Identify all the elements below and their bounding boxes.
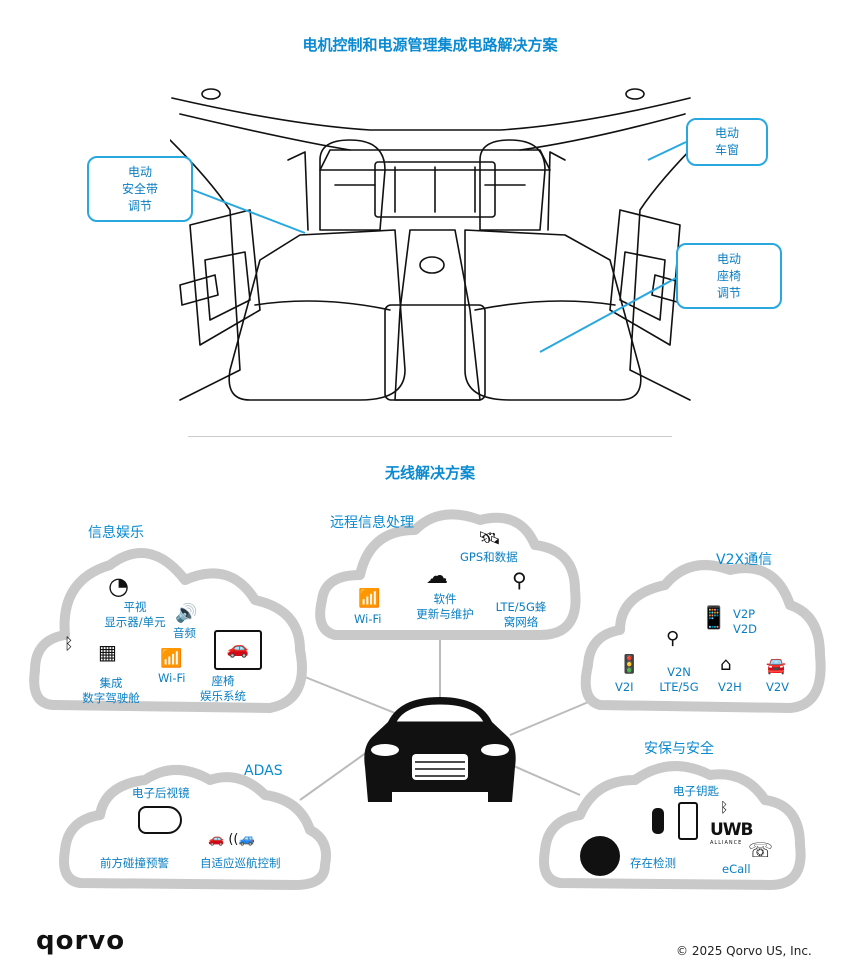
telematics-title: 远程信息处理	[330, 515, 414, 531]
lte-label-1: LTE/5G蜂	[495, 600, 547, 614]
section-divider	[188, 436, 672, 437]
v2n-label-1: V2N	[667, 665, 691, 679]
side-mirror-icon	[138, 806, 182, 834]
window-line-1: 电动	[714, 126, 739, 140]
acc-label: 自适应巡航控制	[200, 856, 281, 870]
v2p-label-2: V2D	[733, 622, 758, 636]
key-fob-icon	[652, 808, 664, 834]
lte-label: LTE/5G蜂 窝网络	[490, 600, 552, 630]
top-title: 电机控制和电源管理集成电路解决方案	[302, 36, 558, 54]
gps-label: GPS和数据	[460, 550, 518, 564]
hud-label-1: 平视	[123, 600, 147, 614]
seat-line-3: 调节	[716, 285, 741, 300]
seatbelt-line-3: 调节	[127, 198, 152, 213]
qorvo-logo: qorvo	[36, 926, 126, 956]
hud-label: 平视 显示器/单元	[90, 600, 180, 630]
traffic-light-icon: 🚦	[618, 654, 641, 675]
infotainment-title: 信息娱乐	[88, 525, 144, 541]
software-label-2: 更新与维护	[416, 607, 474, 621]
window-callout: 电动 车窗	[686, 118, 768, 166]
wifi-icon: 📶	[358, 588, 381, 609]
v2p-label-1: V2P	[733, 607, 756, 621]
cloud-network-icon: ☁	[426, 564, 448, 589]
phone-person-icon: 📱	[700, 606, 728, 631]
v2n-label: V2N LTE/5G	[654, 665, 704, 695]
clouds-layer	[29, 509, 826, 890]
wireless-title: 无线解决方案	[384, 464, 475, 482]
key-label: 电子钥匙	[673, 784, 719, 798]
window-line-2: 车窗	[714, 143, 739, 157]
v2p-label: V2P V2D	[733, 607, 757, 637]
software-label: 软件 更新与维护	[410, 592, 480, 622]
car-sensor-icon: 🚗 ((🚙	[208, 832, 255, 847]
seatbelt-line-1: 电动	[127, 164, 152, 179]
v2i-label: V2I	[615, 680, 634, 694]
cockpit-label-2: 数字驾驶舱	[82, 691, 140, 705]
phone-call-icon: ☏	[748, 838, 774, 862]
hud-label-2: 显示器/单元	[104, 615, 166, 629]
seat-ent-label: 座椅 娱乐系统	[200, 674, 246, 704]
gauge-icon: ◔	[108, 572, 129, 600]
seat-line-1: 电动	[716, 251, 741, 266]
cell-tower-icon: ⚲	[512, 568, 527, 592]
seat-screen-icon: 🚗	[214, 630, 262, 670]
seat-ent-label-1: 座椅	[211, 674, 235, 688]
satellite-icon: 🛰	[478, 528, 501, 549]
v2h-label: V2H	[718, 680, 742, 694]
smartphone-icon	[678, 802, 698, 840]
seat-ent-label-2: 娱乐系统	[200, 689, 246, 703]
ecall-label: eCall	[722, 862, 751, 876]
car-icon: 🚘	[766, 656, 786, 675]
cell-tower-icon: ⚲	[666, 628, 680, 649]
child-presence-icon	[580, 836, 620, 876]
seatbelt-callout: 电动 安全带 调节	[87, 156, 193, 222]
adas-title: ADAS	[244, 763, 283, 779]
v2x-title: V2X通信	[716, 552, 773, 568]
callout-leaders	[192, 141, 687, 353]
safety-title: 安保与安全	[644, 741, 714, 757]
wifi-label-info: Wi-Fi	[158, 671, 186, 685]
uwb-logo: UWB	[710, 820, 754, 840]
speaker-icon: 🔊	[175, 603, 198, 624]
bluetooth-icon: ᛒ	[64, 634, 74, 653]
cockpit-label: 集成 数字驾驶舱	[72, 676, 150, 706]
v2n-label-2: LTE/5G	[659, 680, 699, 694]
software-label-1: 软件	[433, 592, 457, 606]
v2v-label: V2V	[766, 680, 790, 694]
wifi-label-tele: Wi-Fi	[354, 612, 382, 626]
car-interior-illustration	[170, 88, 700, 401]
house-icon: ⌂	[720, 654, 732, 675]
touch-grid-icon: ▦	[98, 640, 117, 664]
copyright: © 2025 Qorvo US, Inc.	[676, 944, 812, 958]
seatbelt-line-2: 安全带	[121, 181, 158, 196]
fcw-label: 前方碰撞预警	[100, 856, 169, 870]
lte-label-2: 窝网络	[503, 615, 539, 629]
bluetooth-icon: ᛒ	[720, 800, 729, 816]
mirror-label: 电子后视镜	[132, 786, 190, 800]
cockpit-label-1: 集成	[99, 676, 123, 690]
wifi-icon: 📶	[160, 648, 183, 669]
seat-line-2: 座椅	[716, 268, 741, 283]
presence-label: 存在检测	[630, 856, 676, 870]
uwb-logo-sub: ALLIANCE	[710, 840, 743, 846]
car-front-icon	[364, 697, 516, 802]
audio-label: 音频	[173, 626, 196, 640]
seat-callout: 电动 座椅 调节	[676, 243, 782, 309]
